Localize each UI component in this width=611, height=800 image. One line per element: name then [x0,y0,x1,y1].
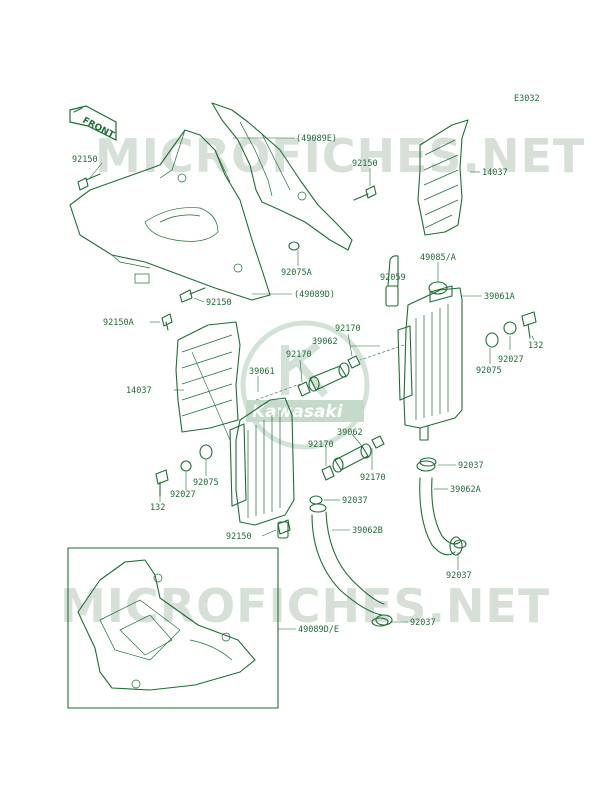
label-132: 132 [528,341,543,351]
hose-39062a [416,460,463,556]
watermark-bottom: MICROFICHES.NET [60,579,550,633]
label-92037: 92037 [458,461,484,471]
label-14037: 14037 [126,386,152,396]
label-49089de: 49089D/E [298,625,339,635]
radiator-left [229,397,295,539]
brand-logo-text: Kawasaki [252,402,344,422]
radiator-guard-left [175,321,241,441]
label-39062: 39062 [312,337,338,347]
label-92075a: 92075A [281,268,312,278]
fastener-bolts [77,173,537,627]
decal-inset-box [67,547,279,709]
label-92027: 92027 [170,490,196,500]
label-92170: 92170 [335,324,361,334]
front-arrow-icon: FRONT [69,105,117,141]
label-132: 132 [150,503,165,513]
hose-lower [321,435,385,481]
radiator-guard-right [417,119,469,236]
leader-lines [89,137,535,630]
label-92170: 92170 [308,440,334,450]
label-39061a: 39061A [484,292,515,302]
label-92059: 92059 [380,273,406,283]
label-92170: 92170 [360,473,386,483]
label-92150: 92150 [206,298,232,308]
label-92037: 92037 [446,571,472,581]
label-92037: 92037 [410,618,436,628]
label-39061: 39061 [249,367,275,377]
label-49089e: (49089E) [296,134,337,144]
label-92150: 92150 [352,159,378,169]
label-92075: 92075 [476,366,502,376]
upper-shroud-panel [211,102,353,251]
hose-upper [297,355,361,397]
left-radiator-shroud [69,129,271,301]
label-92150: 92150 [226,532,252,542]
label-92150: 92150 [72,155,98,165]
label-92075: 92075 [193,478,219,488]
part-labels: 92150 (49089E) 92150 14037 92075A 49085/… [72,134,543,635]
diagram-code: E3032 [514,94,540,104]
watermark-top: MICROFICHES.NET [95,129,585,183]
label-49085a: 49085/A [420,253,456,263]
label-39062: 39062 [337,428,363,438]
radiator-right [385,281,463,441]
label-92037: 92037 [342,496,368,506]
label-14037: 14037 [482,168,508,178]
label-92150a: 92150A [103,318,134,328]
label-49089d: (49089D) [294,290,335,300]
label-92170: 92170 [286,350,312,360]
overflow-tube [387,255,399,287]
label-39062b: 39062B [352,526,383,536]
label-92027: 92027 [498,355,524,365]
label-39062a: 39062A [450,485,481,495]
